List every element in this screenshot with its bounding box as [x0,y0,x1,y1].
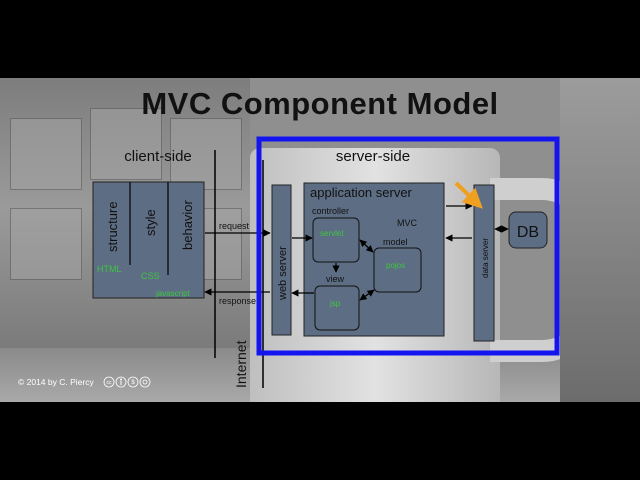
mvc-label: MVC [397,218,418,228]
jsp-label: jsp [329,299,341,308]
background-tile [90,108,162,180]
jsp-pojos-arrow [359,289,375,301]
background-tile [170,118,242,190]
by-icon [115,376,127,388]
client-box [92,181,205,299]
behavior-label: behavior [180,199,195,250]
javascript-label: javascript [155,289,191,298]
cc-icon [103,376,115,388]
jsp-box [314,285,360,331]
background-tile [10,118,82,190]
response-label: response [219,296,256,306]
background-wall-right [560,78,640,402]
copyright-text: © 2014 by C. Piercy [18,377,94,387]
by-icon-head [120,378,122,381]
db-label: DB [517,224,539,241]
client-side-label: client-side [124,148,192,165]
background-tile [10,208,82,280]
highlight-arrow [454,181,483,209]
style-label: style [143,209,158,236]
sa-icon [139,376,151,388]
cc-icon-glyph: cc [107,380,113,386]
slide-title: MVC Component Model [141,86,499,121]
model-label: model [383,237,408,247]
css-label: CSS [141,271,160,281]
license-icons: cc $ [103,376,151,388]
web-server-box [271,184,292,336]
pojos-box [373,247,422,293]
db-box [508,211,548,249]
servlet-label: servlet [320,229,344,238]
web-server-label: web server [277,246,289,301]
structure-label: structure [105,201,120,252]
data-server-box [473,184,495,342]
html-label: HTML [97,264,122,274]
nc-icon [127,376,139,388]
application-server-label: application server [310,185,413,200]
controller-label: controller [312,206,349,216]
view-label: view [326,274,345,284]
server-side-label: server-side [336,148,410,165]
nc-icon-glyph: $ [131,380,135,386]
pojos-label: pojos [386,261,405,270]
request-label: request [219,221,250,231]
data-server-label: data server [481,238,490,278]
server-side-highlight [256,136,560,356]
sa-icon-inner [142,379,148,385]
servlet-pojos-arrow [359,239,374,253]
internet-label: Internet [233,340,249,388]
servlet-box [312,217,360,263]
